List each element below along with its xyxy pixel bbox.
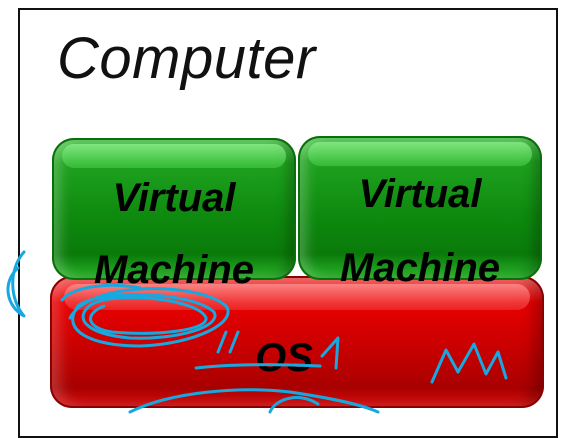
virtual-machine-2: Virtual Machine xyxy=(298,136,542,288)
vm-1-label-line1: Virtual xyxy=(112,176,236,220)
virtual-machine-1: Virtual Machine xyxy=(52,138,296,290)
os-label: OS xyxy=(255,336,313,380)
vm-highlight xyxy=(62,144,286,168)
vm-2-label-line1: Virtual xyxy=(358,172,482,216)
diagram-title: Computer xyxy=(57,26,316,91)
vm-highlight xyxy=(308,142,532,166)
vm-2-label-line2: Machine xyxy=(339,246,501,290)
vm-1-label-line2: Machine xyxy=(93,248,255,292)
